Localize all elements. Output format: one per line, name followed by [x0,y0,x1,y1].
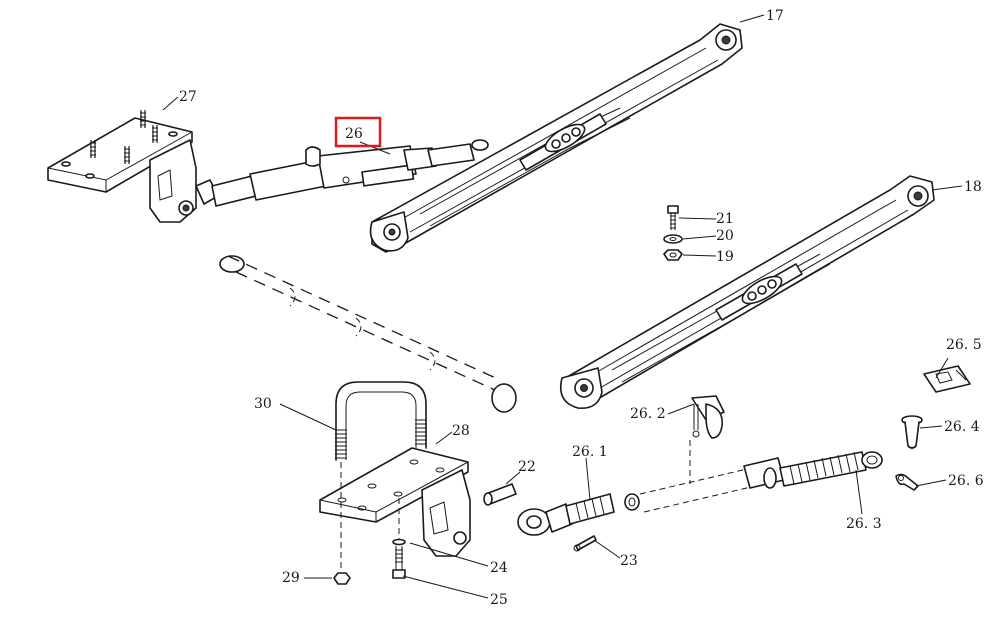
part-26-4-pin [901,415,923,449]
part-17-upper-lift-arm [369,23,743,253]
callout-24: 24 [490,560,508,576]
part-26-5-clip [923,365,971,393]
part-28-lower-bracket [319,447,471,557]
callout-20: 20 [716,228,734,244]
part-29-nut [333,572,351,585]
callout-25: 25 [490,592,508,608]
callout-28: 28 [452,423,470,439]
highlight-box-callout-26 [334,116,382,148]
part-26-3-tube-assembly [639,440,883,513]
part-19-nut [663,249,683,261]
callout-26: 26 [345,126,363,142]
callout-30: 30 [254,396,272,412]
callout-26-4: 26. 4 [944,419,980,435]
callout-18: 18 [964,179,982,195]
cross-shaft-dashed [219,255,517,413]
part-24-washer [392,538,406,546]
part-20-washer [663,234,683,244]
callout-17: 17 [766,8,784,24]
part-18-lower-lift-arm [559,175,935,409]
callout-29: 29 [282,570,300,586]
part-26-1-threaded-end [517,493,640,536]
callout-26-5: 26. 5 [946,337,982,353]
callout-26-1: 26. 1 [572,444,608,460]
callout-labels: 17 18 19 20 21 22 23 24 25 26 26. 1 26. … [179,8,984,608]
callout-26-2: 26. 2 [630,406,666,422]
leader-lines [162,14,963,599]
part-22-pin [483,483,517,506]
callout-21: 21 [716,211,734,227]
part-27-mounting-bracket [47,110,197,223]
callout-23: 23 [620,553,638,569]
callout-27: 27 [179,89,197,105]
part-26-2-linchpin [691,395,725,439]
part-21-bolt [667,205,679,230]
part-26-top-link [195,139,489,207]
part-30-u-bolt [335,381,427,461]
part-26-6-clip-pin [895,473,919,491]
callout-22: 22 [518,459,536,475]
callout-19: 19 [716,249,734,265]
part-25-bolt [392,546,406,579]
callout-26-3: 26. 3 [846,516,882,532]
callout-26-6: 26. 6 [948,473,984,489]
part-23-split-pin [573,535,597,552]
